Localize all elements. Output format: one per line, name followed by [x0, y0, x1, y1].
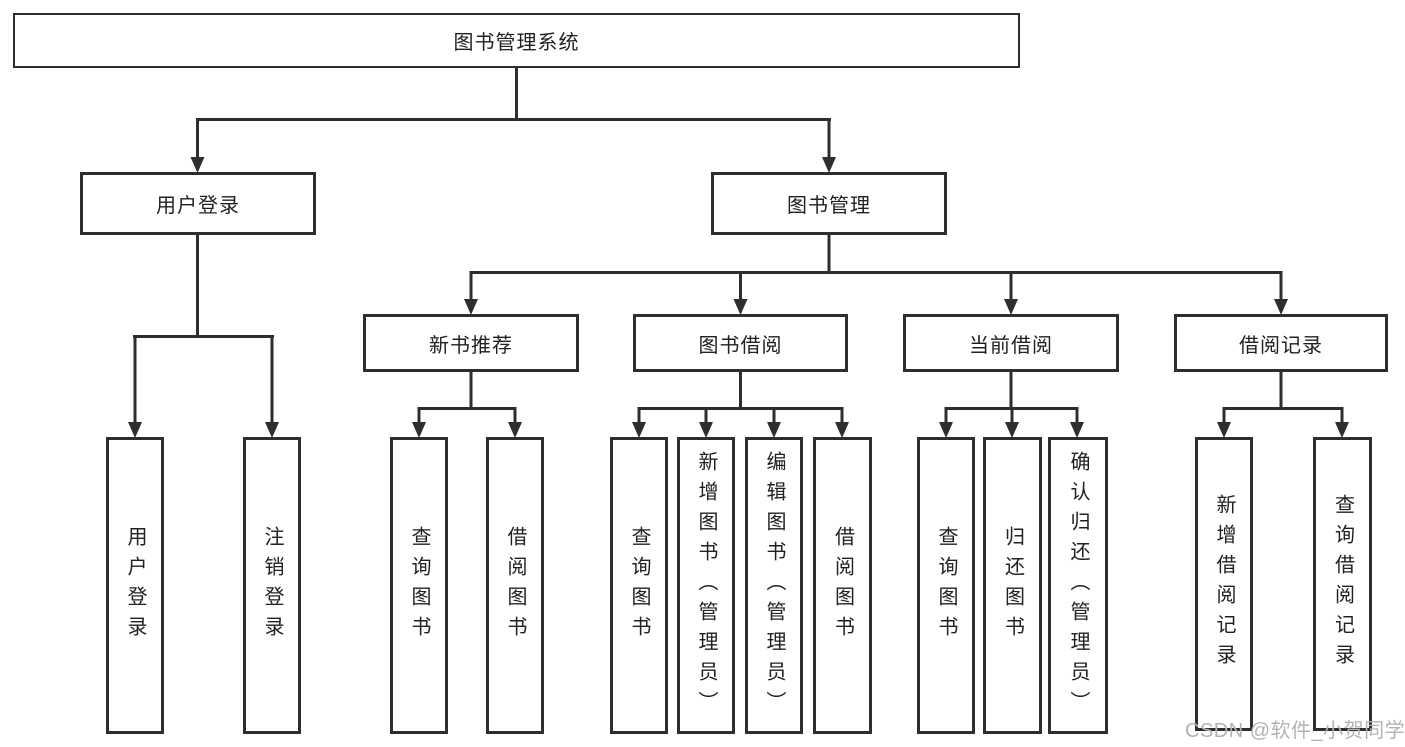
node-label: 当前借阅: [969, 334, 1053, 357]
leaf-borrow-add-books-admin: 新增图书（管理员）: [677, 437, 735, 734]
node-label: 新增图书（管理员）: [695, 450, 717, 721]
connector-current-branches: [939, 370, 1084, 438]
leaf-current-confirm-return-admin: 确认归还（管理员）: [1048, 437, 1108, 734]
leaf-borrow-borrow-books: 借阅图书: [813, 437, 872, 734]
leaf-user-login: 用户登录: [106, 437, 164, 734]
leaf-current-return-books: 归还图书: [983, 437, 1042, 734]
connector-login-branches: [128, 233, 279, 438]
node-label: 查询借阅记录: [1331, 494, 1354, 674]
node-label: 注销登录: [261, 525, 283, 646]
leaf-borrow-edit-books-admin: 编辑图书（管理员）: [745, 437, 803, 734]
node-label: 图书管理系统: [453, 32, 580, 54]
connector-records-branches: [1217, 370, 1349, 438]
connector-root-branches: [190, 66, 836, 173]
node-label: 查询图书: [628, 525, 650, 646]
watermark: CSDN @软件_小贺同学: [1185, 720, 1405, 742]
node-current-borrow: 当前借阅: [903, 314, 1119, 372]
node-label: 借阅图书: [831, 525, 854, 646]
node-label: 用户登录: [124, 525, 146, 646]
node-root-system: 图书管理系统: [13, 13, 1020, 68]
node-user-login-branch: 用户登录: [80, 172, 316, 235]
connector-recommend-branches: [412, 370, 522, 438]
node-book-mgmt-branch: 图书管理: [711, 172, 947, 235]
node-label: 图书借阅: [698, 334, 783, 357]
leaf-records-query-record: 查询借阅记录: [1313, 437, 1372, 731]
node-label: 确认归还（管理员）: [1067, 450, 1089, 721]
node-label: 借阅记录: [1239, 334, 1323, 357]
leaf-recommend-query-books: 查询图书: [390, 437, 448, 734]
node-label: 用户登录: [156, 195, 240, 217]
node-new-book-recommend: 新书推荐: [363, 314, 579, 372]
node-borrow-records: 借阅记录: [1174, 314, 1388, 372]
node-label: 图书管理: [787, 195, 871, 217]
node-label: 查询图书: [935, 525, 957, 646]
connector-mgmt-branches: [464, 233, 1288, 315]
node-book-borrow: 图书借阅: [633, 314, 848, 372]
leaf-current-query-books: 查询图书: [917, 437, 975, 734]
node-label: 编辑图书（管理员）: [763, 450, 785, 721]
connector-borrow-branches: [632, 370, 849, 438]
node-label: 新书推荐: [429, 334, 513, 357]
leaf-records-add-record: 新增借阅记录: [1195, 437, 1253, 731]
node-label: 归还图书: [1001, 525, 1024, 646]
leaf-borrow-query-books: 查询图书: [610, 437, 668, 734]
node-label: 新增借阅记录: [1213, 494, 1235, 674]
leaf-logout-login: 注销登录: [243, 437, 301, 734]
node-label: 借阅图书: [504, 525, 526, 646]
leaf-recommend-borrow-books: 借阅图书: [486, 437, 544, 734]
node-label: 查询图书: [408, 525, 430, 646]
